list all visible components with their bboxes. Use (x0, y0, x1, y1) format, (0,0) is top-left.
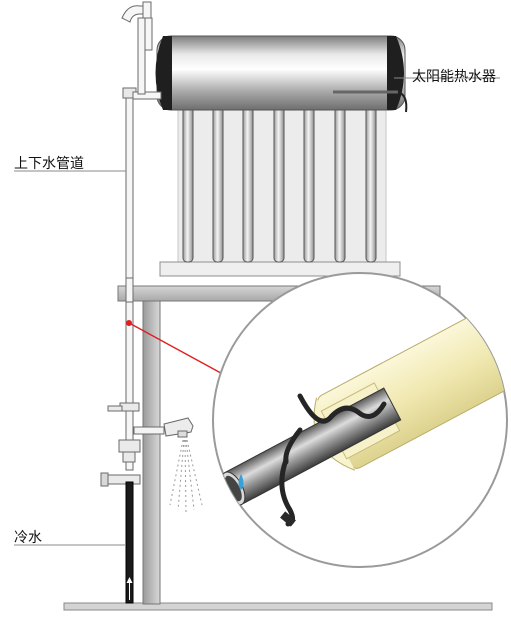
supply-pipe (121, 1, 162, 471)
pointer-line (130, 323, 231, 379)
cold-water-label: 冷水 (14, 530, 42, 546)
vacuum-tube (303, 103, 315, 263)
storage-tank (155, 35, 408, 113)
ground-slab (63, 602, 493, 611)
vacuum-tube (334, 103, 346, 263)
supply-pipe-label: 上下水管道 (14, 156, 84, 172)
vacuum-tube (365, 103, 377, 263)
valve-icon (100, 402, 141, 487)
vacuum-tube (242, 103, 254, 263)
magnified-detail (212, 272, 508, 568)
vacuum-tubes (181, 99, 378, 263)
vacuum-tube (182, 103, 194, 263)
water-drop-icon (238, 474, 244, 490)
vacuum-tube (212, 103, 224, 263)
support-column (142, 299, 161, 605)
cold-water-pipe (125, 481, 134, 604)
solar-heater-label: 太阳能热水器 (412, 69, 496, 85)
cable-plug (280, 511, 296, 527)
inspection-point (126, 320, 132, 326)
water-spray (169, 439, 203, 514)
faucet-icon (133, 417, 194, 438)
vacuum-tube (273, 103, 285, 263)
